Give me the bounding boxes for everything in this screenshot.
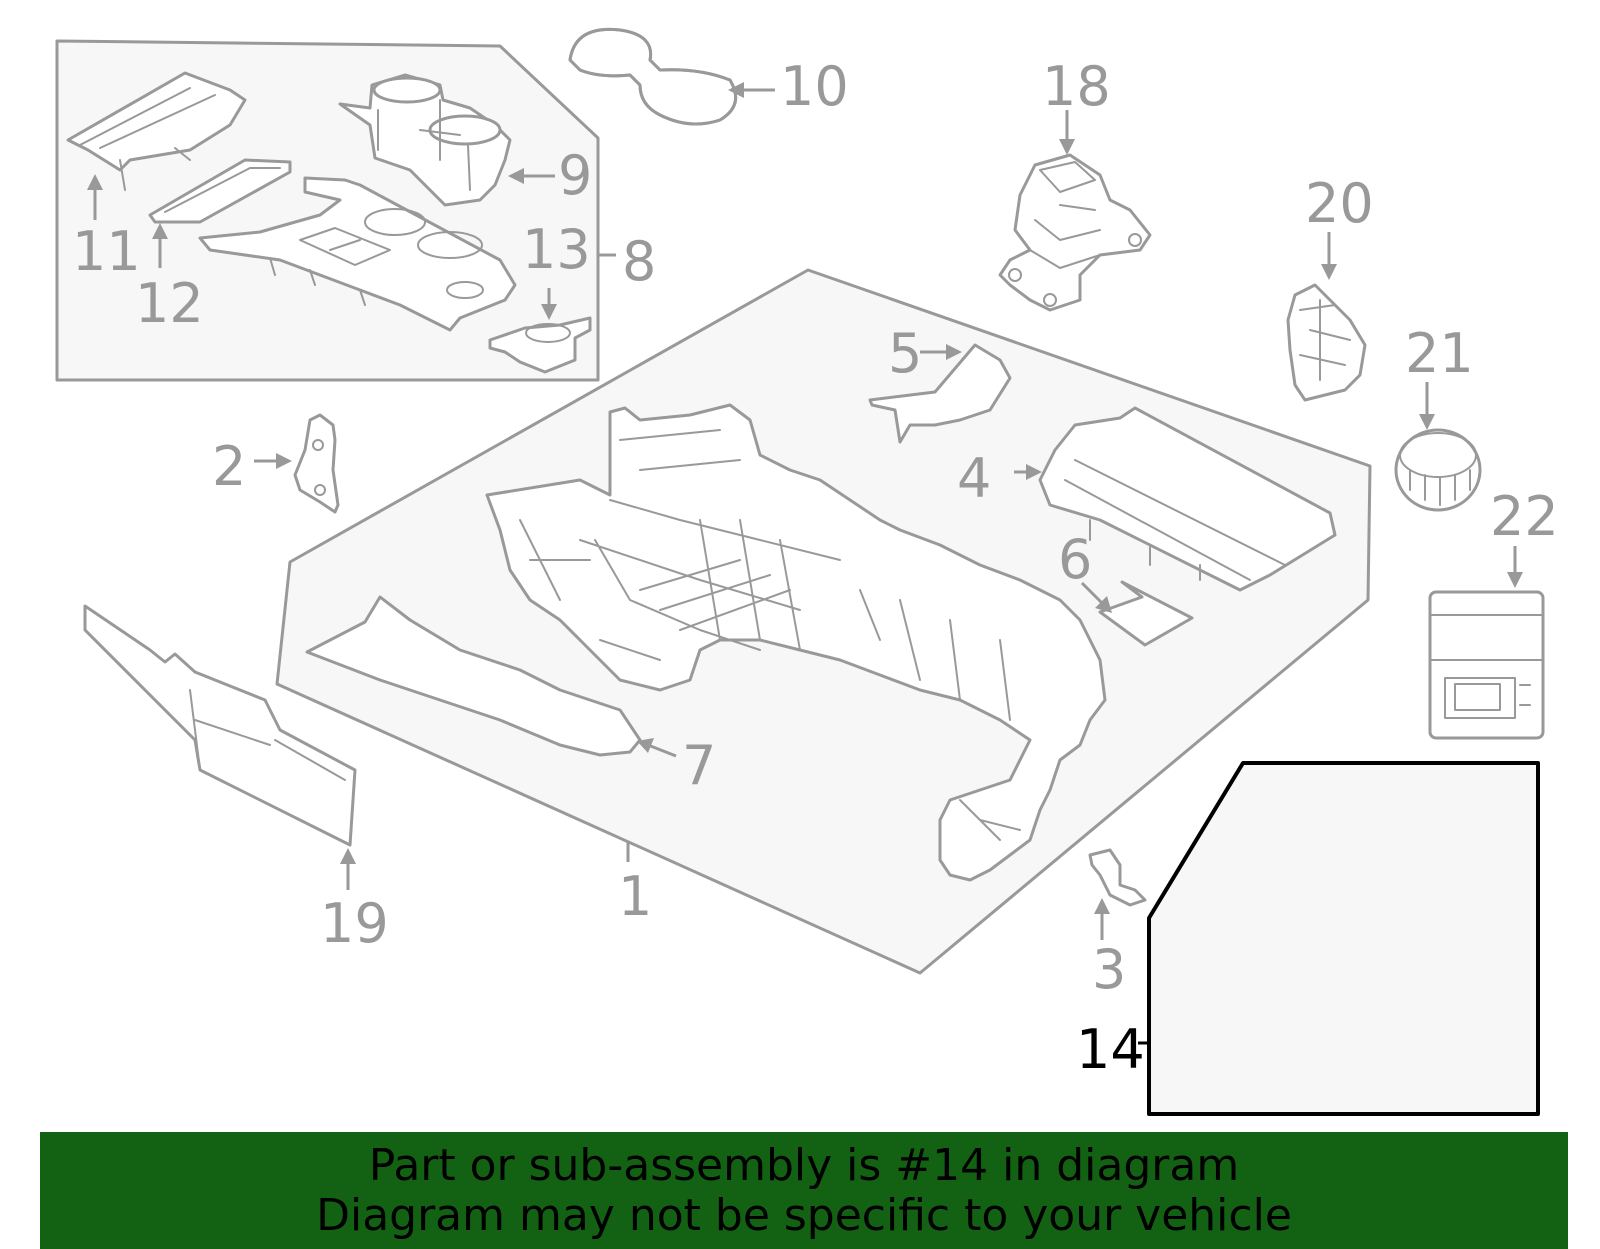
callout-labels: 1 2 3 4 5 6 7 8 9 10 11 12 13 14 18 19 2…	[72, 55, 1559, 1081]
part-6-pad	[1098, 580, 1194, 647]
part-11-trim	[66, 71, 247, 191]
callout-7: 7	[682, 734, 716, 797]
part-8-trim-plate	[198, 176, 517, 332]
callout-2: 2	[212, 435, 246, 498]
part-19-side-panel	[83, 604, 357, 847]
part-3-bracket	[1088, 848, 1147, 907]
callout-1: 1	[618, 865, 652, 928]
leader-lines	[87, 82, 1523, 1045]
callout-8: 8	[622, 230, 656, 293]
part-18-shifter	[998, 153, 1152, 312]
callout-9: 9	[558, 144, 592, 207]
callout-6: 6	[1058, 528, 1092, 591]
banner-line-part: Part or sub-assembly is #14 in diagram	[368, 1139, 1240, 1191]
callout-13: 13	[522, 218, 591, 281]
callout-3: 3	[1092, 938, 1126, 1001]
part-13-cup	[488, 316, 592, 374]
callout-22: 22	[1490, 485, 1559, 548]
part-2-clip	[293, 413, 340, 514]
callout-12: 12	[135, 272, 204, 335]
part-22-display	[1428, 590, 1545, 740]
callout-11: 11	[72, 220, 141, 283]
part-5-bracket	[868, 343, 1012, 444]
callout-10: 10	[780, 55, 849, 118]
part-9-cupholder	[338, 73, 512, 207]
callout-18: 18	[1042, 55, 1111, 118]
part-20-switch	[1286, 283, 1367, 402]
callout-14: 14	[1076, 1018, 1145, 1081]
part-7-side-trim	[305, 595, 642, 757]
part-4-armrest-lid	[1038, 406, 1337, 592]
part-21-knob	[1394, 428, 1482, 512]
callout-21: 21	[1405, 322, 1474, 385]
part-14-highlight-box	[1147, 761, 1540, 1116]
callout-19: 19	[320, 892, 389, 955]
part-12-strip	[148, 158, 292, 224]
info-banner: Part or sub-assembly is #14 in diagram D…	[40, 1132, 1568, 1249]
callout-4: 4	[957, 447, 991, 510]
callout-20: 20	[1305, 172, 1374, 235]
part-10-mat	[568, 27, 738, 126]
part-1-console-body	[485, 403, 1107, 882]
banner-line-disclaimer: Diagram may not be specific to your vehi…	[316, 1189, 1292, 1241]
callout-5: 5	[888, 322, 922, 385]
